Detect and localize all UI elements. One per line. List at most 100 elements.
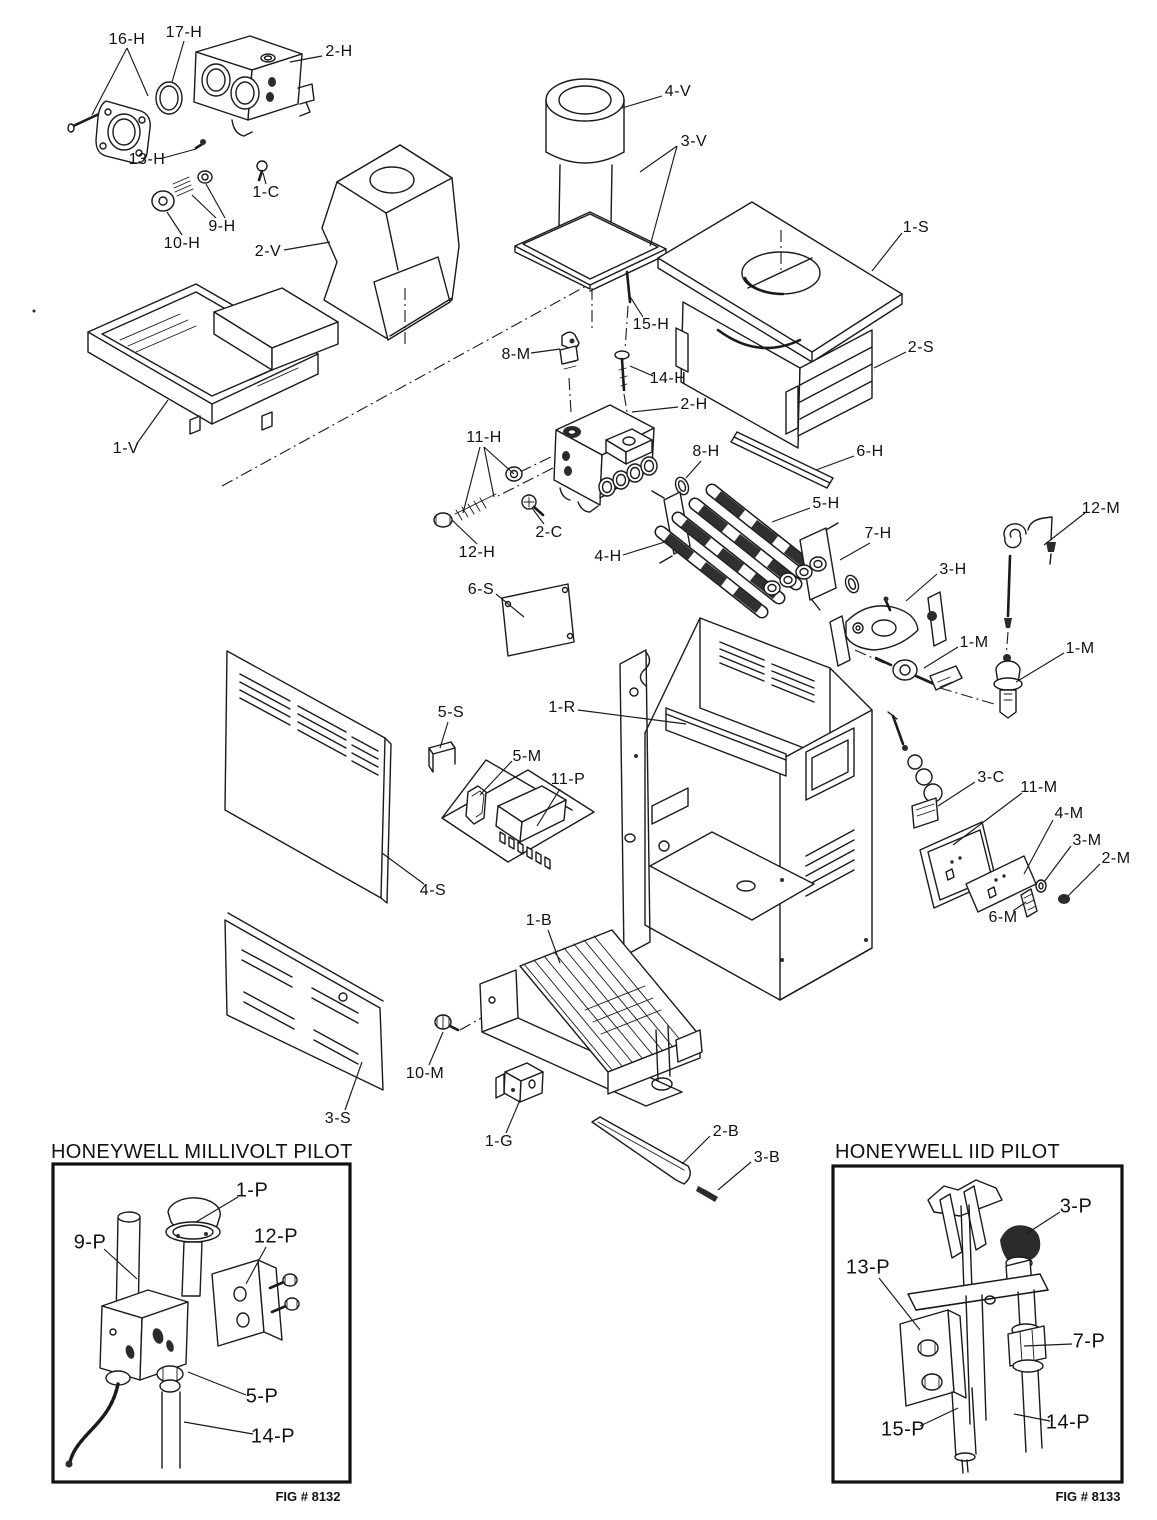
- leader-line-15-H: [628, 294, 644, 318]
- assembly-centerlines: [221, 251, 1009, 1031]
- leader-line-1-R: [577, 709, 687, 725]
- part-label-9-H: 9-H: [208, 218, 235, 235]
- part-pilot-fitting: [559, 331, 580, 370]
- leader-line-9-H: [205, 183, 226, 219]
- leader-line-9-H: [191, 194, 217, 219]
- leader-line-3-B: [717, 1161, 752, 1191]
- part-control-bracket-plates: [919, 821, 1070, 918]
- leader-line-7-P: [1023, 1343, 1073, 1347]
- part-label-3-V: 3-V: [681, 133, 707, 150]
- leader-line-2-M: [1067, 863, 1101, 897]
- part-label-13-H: 13-H: [129, 151, 166, 168]
- part-flame-rollout-shield: [591, 1116, 691, 1185]
- leader-line-2-H: [289, 55, 323, 63]
- leader-line-14-H: [629, 365, 654, 377]
- part-label-9-P: 9-P: [74, 1231, 107, 1253]
- part-heat-exchanger: [651, 483, 860, 619]
- part-label-7-H: 7-H: [864, 525, 891, 542]
- part-label-1-R: 1-R: [548, 699, 575, 716]
- part-label-13-P: 13-P: [846, 1256, 890, 1278]
- part-label-1-G: 1-G: [485, 1133, 513, 1150]
- leader-line-5-M: [479, 760, 513, 796]
- leader-line-11-H: [462, 446, 481, 514]
- leader-line-3-V: [639, 145, 678, 173]
- part-label-1-C: 1-C: [252, 184, 279, 201]
- part-label-4-M: 4-M: [1054, 805, 1083, 822]
- leader-line-2-H: [631, 406, 679, 413]
- part-label-14-H: 14-H: [650, 370, 687, 387]
- inset-iid: [831, 1164, 1124, 1484]
- leader-line-1-P: [195, 1196, 239, 1223]
- part-label-1-M: 1-M: [1065, 640, 1094, 657]
- leader-line-2-B: [681, 1135, 711, 1165]
- leader-line-16-H: [91, 47, 128, 116]
- leader-line-1-C: [262, 172, 267, 185]
- leader-line-13-H: [162, 148, 197, 159]
- leader-line-6-S: [495, 593, 525, 618]
- part-label-3-C: 3-C: [977, 769, 1004, 786]
- part-burner-box: [675, 301, 873, 449]
- part-base-pan: [87, 283, 339, 435]
- part-label-11-M: 11-M: [1020, 779, 1057, 796]
- leader-line-11-M: [952, 792, 1023, 846]
- figure-number-iid: FIG # 8133: [1055, 1489, 1120, 1504]
- part-label-14-P: 14-P: [1046, 1411, 1090, 1433]
- part-pilot-board: [441, 759, 595, 870]
- part-control-plate: [501, 583, 575, 657]
- part-label-1-M: 1-M: [959, 634, 988, 651]
- leader-line-6-M: [1012, 901, 1027, 912]
- part-screw-3B: [696, 1186, 718, 1202]
- leader-line-2-S: [873, 351, 907, 369]
- leader-line-17-H: [171, 40, 185, 83]
- leader-line-16-H: [126, 47, 149, 97]
- leader-line-12-H: [451, 519, 478, 545]
- part-label-6-H: 6-H: [856, 443, 883, 460]
- part-label-2-S: 2-S: [908, 339, 934, 356]
- part-label-15-P: 15-P: [881, 1418, 925, 1440]
- part-burner-tray: [479, 929, 703, 1107]
- part-sensor-wire: [887, 711, 943, 829]
- leader-line-11-P: [536, 788, 561, 827]
- part-label-10-M: 10-M: [406, 1065, 444, 1082]
- leader-line-4-H: [622, 540, 669, 556]
- leader-line-4-M: [1023, 819, 1054, 875]
- leader-line-3-S: [344, 1061, 363, 1111]
- part-label-3-B: 3-B: [754, 1149, 780, 1166]
- part-label-5-M: 5-M: [512, 748, 541, 765]
- leader-line-12-M: [1043, 512, 1086, 546]
- part-o-ring: [674, 476, 690, 496]
- part-vent-base-plate: [514, 211, 667, 292]
- leader-line-13-P: [878, 1277, 921, 1331]
- leader-line-1-M: [923, 646, 959, 669]
- part-flue-baffle-rail: [730, 431, 834, 489]
- part-label-6-M: 6-M: [988, 909, 1017, 926]
- leader-line-10-H: [166, 211, 183, 236]
- leader-line-2-C: [531, 507, 545, 525]
- leader-line-5-S: [439, 721, 449, 749]
- inset-millivolt: [51, 1162, 352, 1484]
- leader-line-11-H: [483, 446, 515, 475]
- part-label-15-H: 15-H: [633, 316, 670, 333]
- part-louvered-panel-lower: [224, 912, 384, 1091]
- leader-line-3-V: [649, 145, 678, 247]
- leader-line-3-C: [937, 781, 976, 807]
- part-label-4-S: 4-S: [420, 882, 446, 899]
- leader-line-15-P: [919, 1407, 959, 1427]
- leader-line-6-H: [815, 455, 855, 471]
- part-label-1-P: 1-P: [236, 1179, 269, 1201]
- inset-box-iid: [831, 1164, 1124, 1484]
- part-pilot-tubing: [1003, 516, 1056, 628]
- part-label-2-V: 2-V: [255, 243, 281, 260]
- leader-line-14-P: [183, 1421, 254, 1435]
- part-label-2-M: 2-M: [1101, 850, 1130, 867]
- part-label-8-M: 8-M: [501, 346, 530, 363]
- part-label-14-P: 14-P: [251, 1425, 295, 1447]
- part-vent-cap: [545, 78, 625, 233]
- leader-line-8-H: [685, 460, 702, 479]
- leader-line-7-H: [839, 542, 871, 561]
- part-label-5-S: 5-S: [438, 704, 464, 721]
